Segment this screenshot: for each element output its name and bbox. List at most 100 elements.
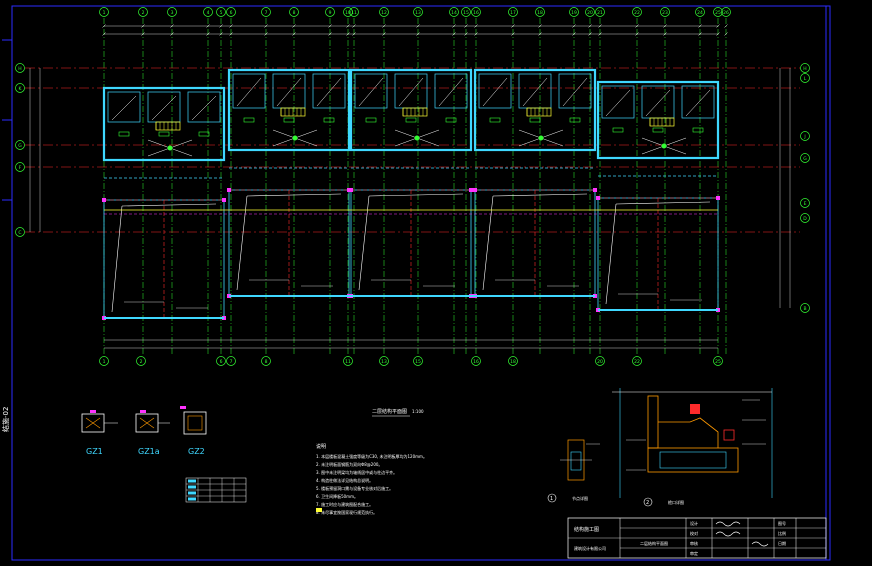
dimension-tick (663, 32, 667, 36)
grid-bubble-top (660, 7, 670, 17)
dimension-tick (598, 32, 602, 36)
column-marker (222, 198, 226, 202)
grid-label-right: H (803, 66, 806, 72)
grid-bubble-top (138, 7, 148, 17)
grid-label-bottom: 20 (597, 359, 603, 365)
plan-scale: 1:100 (412, 409, 424, 414)
title-block-field-0: 图号 (778, 520, 786, 526)
grid-bubble-bottom (471, 356, 481, 366)
dimension-tick (716, 32, 720, 36)
dimension-tick (229, 24, 233, 28)
dimension-tick (102, 24, 106, 28)
dimension-tick (572, 32, 576, 36)
grid-bubble-top (167, 7, 177, 17)
slab-diagonal (492, 193, 588, 197)
grid-label-bottom: 18 (510, 359, 516, 365)
dimension-tick (170, 32, 174, 36)
dimension-tick (352, 24, 356, 28)
sub-room (478, 73, 512, 109)
title-block-row-2: 审核 (690, 540, 698, 546)
grid-label-top: 12 (381, 10, 387, 16)
slab-tag (652, 127, 664, 133)
dimension-tick (170, 24, 174, 28)
dimension-tick (663, 24, 667, 28)
title-block-drawing-name: 二层结构平面图 (640, 540, 668, 546)
slab-diagonal (398, 77, 424, 107)
slab-diagonal (368, 193, 464, 197)
grid-bubble-top (508, 7, 518, 17)
slab-tag (569, 117, 581, 123)
dimension-tick (464, 24, 468, 28)
dimension-tick (724, 24, 728, 28)
slab-diagonal (685, 89, 711, 117)
notes-line: 8. 未尽事宜按国家现行规范执行。 (316, 509, 377, 515)
notes-block: 二层结构平面图 1:100 说明 1. 本层楼板混凝土强度等级为C30, 未注明… (316, 408, 427, 515)
sub-room (681, 85, 715, 119)
dimension-tick (264, 24, 268, 28)
grid-bubble-top (461, 7, 471, 17)
grid-label-bottom: 1 (103, 359, 106, 365)
grid-label-left: G (18, 143, 22, 149)
dimension-tick (538, 24, 542, 28)
column-marker (596, 196, 600, 200)
grid-label-right: E (804, 201, 807, 207)
grid-bubble-top (585, 7, 595, 17)
grid-label-top: 9 (329, 10, 332, 16)
grid-label-bottom: 13 (381, 359, 387, 365)
slab-diagonal (358, 77, 384, 107)
grid-bubble-top (379, 7, 389, 17)
slab-diagonal (605, 89, 631, 117)
dimension-tick (328, 24, 332, 28)
column-gz1a: GZ1a (135, 410, 170, 456)
slab-diagonal (482, 195, 494, 291)
grid-bubble-top (535, 7, 545, 17)
slab-tag (323, 117, 335, 123)
dimension-tick (416, 24, 420, 28)
dimension-tick (588, 32, 592, 36)
sub-room (434, 73, 468, 109)
slab-diagonal (562, 77, 588, 107)
column-node (414, 135, 420, 141)
grid-label-top: 25 (715, 10, 721, 16)
column-marker (469, 188, 473, 192)
dimension-tick (382, 24, 386, 28)
unit-block-2 (227, 68, 351, 298)
dimension-tick (572, 24, 576, 28)
unit-block-4 (473, 68, 597, 298)
grid-label-top: 5 (220, 10, 223, 16)
grid-bubble-top (595, 7, 605, 17)
detail-2-label: 2 (646, 500, 649, 506)
dimension-tick (346, 24, 350, 28)
column-node (167, 145, 173, 151)
wall-upper (102, 86, 226, 162)
grid-bubble-bottom (632, 356, 642, 366)
grid-bubble-top (349, 7, 359, 17)
title-block-row-1: 校对 (690, 530, 698, 536)
grid-bubble-top (713, 7, 723, 17)
table-cell-tag (188, 491, 196, 495)
sub-room (107, 91, 141, 123)
grid-label-top: 14 (451, 10, 457, 16)
slab-diagonal (111, 205, 123, 313)
detail-1-label: 1 (550, 496, 553, 502)
grid-label-right: J (803, 134, 805, 140)
grid-label-right: L (804, 76, 807, 82)
dimension-tick (698, 32, 702, 36)
wall-upper (227, 68, 351, 152)
signature-3 (751, 541, 769, 547)
table-cell-tag (188, 479, 196, 483)
grid-label-top: 22 (634, 10, 640, 16)
dimension-tick (229, 32, 233, 36)
side-label: 结施-02 (1, 407, 10, 432)
grid-bubble-top (413, 7, 423, 17)
sub-room (312, 73, 346, 109)
notes-line: 5. 楼板预留洞口需与设备专业核对后施工。 (316, 485, 393, 491)
grid-bubble-left (15, 63, 25, 73)
signature-1 (715, 521, 741, 527)
wall-upper (349, 68, 473, 152)
grid-label-top: 10 (345, 10, 351, 16)
dimension-tick (464, 32, 468, 36)
column-schedule-table (185, 477, 247, 503)
